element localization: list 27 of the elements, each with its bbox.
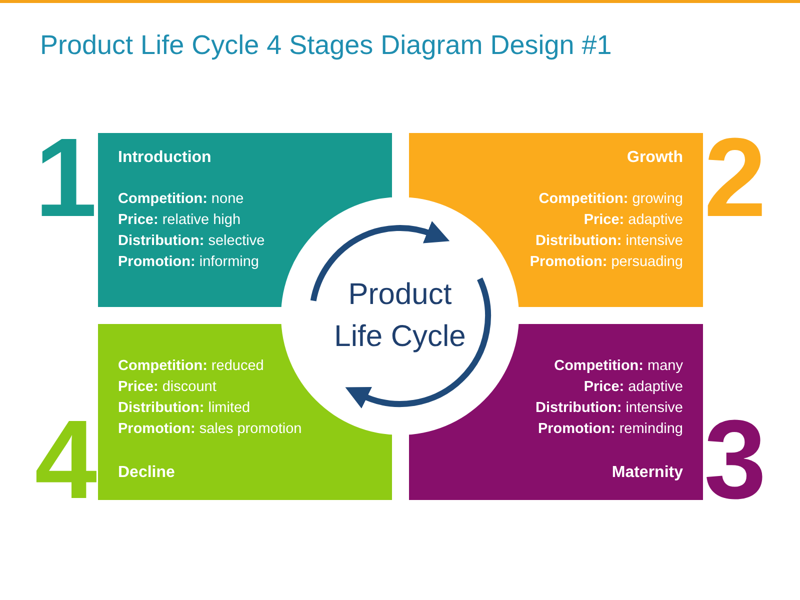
stage-detail: Promotion: informing [118, 253, 259, 272]
stage-detail: Distribution: intensive [536, 399, 683, 418]
stage-title: Decline [118, 464, 175, 482]
stage-detail: Competition: many [554, 357, 683, 376]
slide-title: Product Life Cycle 4 Stages Diagram Design #1 [40, 30, 612, 61]
stage-detail: Distribution: intensive [536, 232, 683, 251]
stage-number: 4 [34, 404, 97, 516]
stage-detail: Promotion: sales promotion [118, 420, 302, 439]
stage-detail: Price: discount [118, 378, 216, 397]
stage-title: Maternity [612, 464, 683, 482]
stage-title: Growth [627, 149, 683, 167]
stage-detail: Distribution: limited [118, 399, 250, 418]
stage-detail: Distribution: selective [118, 232, 265, 251]
stage-detail: Promotion: reminding [538, 420, 683, 439]
stage-detail: Competition: growing [538, 190, 683, 209]
center-label: Product Life Cycle [333, 277, 467, 355]
stage-detail: Price: adaptive [584, 211, 683, 230]
stage-detail: Competition: reduced [118, 357, 264, 376]
stage-number: 2 [704, 122, 766, 234]
stage-number: 3 [704, 404, 766, 516]
stage-detail: Promotion: persuading [530, 253, 683, 272]
stage-panel [98, 324, 392, 500]
stage-detail: Price: adaptive [584, 378, 683, 397]
stage-title: Introduction [118, 149, 212, 167]
stage-detail: Competition: none [118, 190, 244, 209]
stage-number: 1 [34, 122, 97, 234]
stage-detail: Price: relative high [118, 211, 241, 230]
